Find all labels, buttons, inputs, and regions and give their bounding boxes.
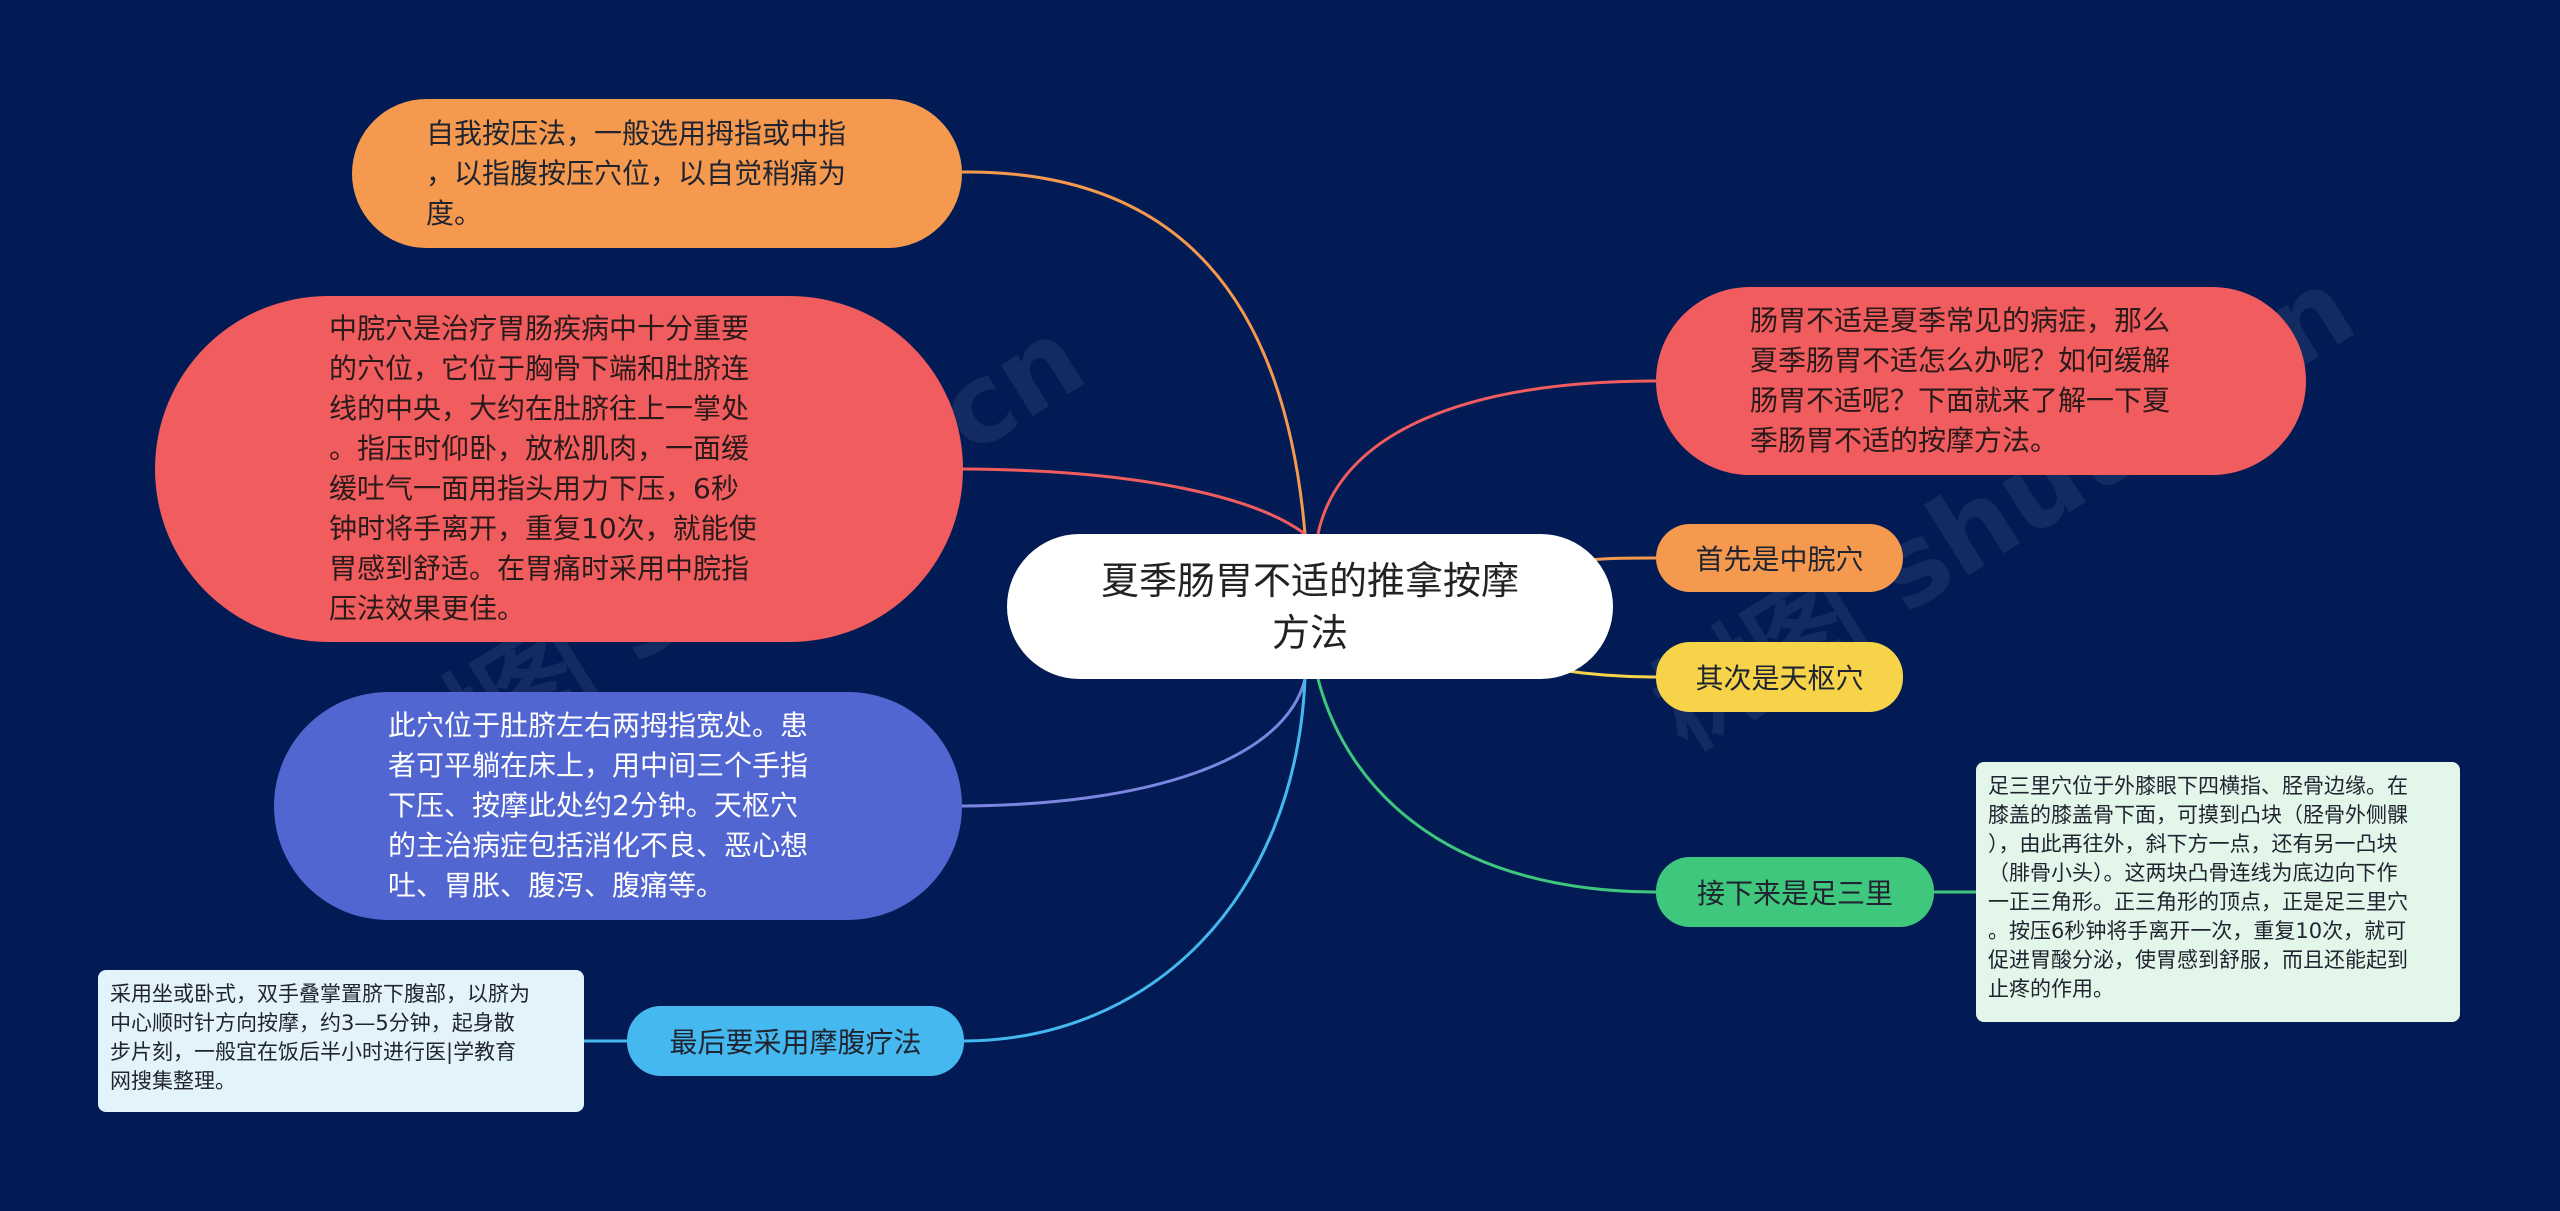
topic-tianshu[interactable]: 其次是天枢穴 bbox=[1656, 642, 1903, 712]
topic-zhongwan-detail-text: 中脘穴是治疗胃肠疾病中十分重要 的穴位，它位于胸骨下端和肚脐连 线的中央，大约在… bbox=[329, 312, 757, 625]
connector-pill3 bbox=[1316, 678, 1657, 894]
connector-left3 bbox=[961, 678, 1307, 808]
note-zusanli-text: 足三里穴位于外膝眼下四横指、胫骨边缘。在 膝盖的膝盖骨下面，可摸到凸块（胫骨外侧… bbox=[1988, 774, 2408, 1001]
connector-left1 bbox=[961, 170, 1307, 535]
topic-zusanli-text: 接下来是足三里 bbox=[1696, 877, 1893, 910]
note-zusanli[interactable]: 足三里穴位于外膝眼下四横指、胫骨边缘。在 膝盖的膝盖骨下面，可摸到凸块（胫骨外侧… bbox=[1976, 762, 2460, 1022]
topic-self-acupressure[interactable]: 自我按压法，一般选用拇指或中指 ，以指腹按压穴位，以自觉稍痛为 度。 bbox=[352, 99, 962, 248]
connector-pill1 bbox=[1589, 556, 1657, 562]
topic-zhongwan[interactable]: 首先是中脘穴 bbox=[1656, 524, 1903, 592]
central-topic[interactable]: 夏季肠胃不适的推拿按摩 方法 bbox=[1007, 534, 1613, 679]
topic-zhongwan-text: 首先是中脘穴 bbox=[1695, 543, 1864, 576]
note-abdominal-massage-text: 采用坐或卧式，双手叠掌置脐下腹部，以脐为 中心顺时针方向按摩，约3—5分钟，起身… bbox=[110, 982, 530, 1093]
connector-left2 bbox=[962, 467, 1306, 536]
topic-intro-text: 肠胃不适是夏季常见的病症，那么 夏季肠胃不适怎么办呢？如何缓解 肠胃不适呢？下面… bbox=[1750, 304, 2171, 457]
topic-self-acupressure-text: 自我按压法，一般选用拇指或中指 ，以指腹按压穴位，以自觉稍痛为 度。 bbox=[426, 116, 847, 230]
topic-tianshu-detail-text: 此穴位于肚脐左右两拇指宽处。患 者可平躺在床上，用中间三个手指 下压、按摩此处约… bbox=[388, 709, 809, 902]
topic-tianshu-text: 其次是天枢穴 bbox=[1695, 662, 1864, 695]
connector-right1 bbox=[1316, 379, 1657, 535]
connector-pill2 bbox=[1559, 668, 1657, 679]
topic-abdominal-massage-text: 最后要采用摩腹疗法 bbox=[669, 1026, 922, 1059]
note-abdominal-massage[interactable]: 采用坐或卧式，双手叠掌置脐下腹部，以脐为 中心顺时针方向按摩，约3—5分钟，起身… bbox=[98, 970, 584, 1112]
topic-abdominal-massage[interactable]: 最后要采用摩腹疗法 bbox=[627, 1006, 964, 1076]
connector-pill4 bbox=[963, 678, 1307, 1043]
topic-zhongwan-detail[interactable]: 中脘穴是治疗胃肠疾病中十分重要 的穴位，它位于胸骨下端和肚脐连 线的中央，大约在… bbox=[155, 296, 963, 642]
central-topic-text: 夏季肠胃不适的推拿按摩 方法 bbox=[1100, 558, 1519, 655]
topic-intro[interactable]: 肠胃不适是夏季常见的病症，那么 夏季肠胃不适怎么办呢？如何缓解 肠胃不适呢？下面… bbox=[1656, 287, 2306, 475]
topic-zusanli[interactable]: 接下来是足三里 bbox=[1656, 857, 1934, 927]
topic-tianshu-detail[interactable]: 此穴位于肚脐左右两拇指宽处。患 者可平躺在床上，用中间三个手指 下压、按摩此处约… bbox=[274, 692, 962, 920]
